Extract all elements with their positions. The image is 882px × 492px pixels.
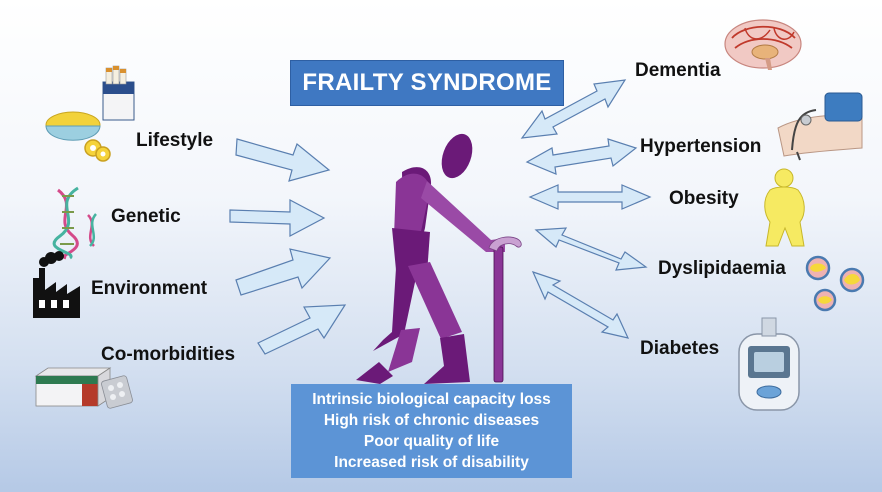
cholesterol-vessel-icon [807, 257, 863, 310]
figure-front-leg [408, 262, 462, 339]
arrow-environment [236, 249, 330, 295]
arrow-genetic [230, 200, 324, 236]
body-figure-icon [765, 169, 805, 246]
diagram-title: FRAILTY SYNDROME [302, 69, 551, 97]
cause-label-environment: Environment [91, 278, 207, 300]
arrow-hypertension [527, 139, 636, 174]
outcome-line: High risk of chronic diseases [324, 410, 539, 431]
figure-head [436, 130, 478, 183]
brain-icon [725, 20, 801, 70]
arrow-comorbidities [258, 305, 345, 354]
blood-pressure-cuff-icon [778, 93, 862, 160]
cane-shaft [494, 247, 503, 382]
arrow-diabetes [533, 272, 628, 338]
figure-front-arm [421, 181, 505, 252]
cause-label-genetic: Genetic [111, 206, 181, 228]
outcomes-box: Intrinsic biological capacity loss High … [291, 384, 572, 478]
figure-back-foot [356, 362, 393, 384]
cause-label-lifestyle: Lifestyle [136, 130, 213, 152]
condition-label-hypertension: Hypertension [640, 136, 761, 158]
outcome-line: Increased risk of disability [334, 452, 529, 473]
title-box: FRAILTY SYNDROME [290, 60, 564, 106]
cane-handle [489, 237, 521, 251]
outcome-line: Intrinsic biological capacity loss [312, 389, 551, 410]
arrow-obesity [530, 185, 650, 209]
factory-icon [33, 251, 80, 318]
medication-box-icon [36, 368, 133, 409]
cause-arrows [230, 139, 345, 354]
arrow-dyslipidaemia [536, 228, 646, 270]
condition-label-dementia: Dementia [635, 60, 721, 82]
condition-label-dyslipidaemia: Dyslipidaemia [658, 258, 786, 280]
condition-arrows [522, 80, 650, 338]
dna-icon [54, 188, 96, 258]
arrow-lifestyle [236, 139, 329, 181]
condition-label-obesity: Obesity [669, 188, 739, 210]
outcome-line: Poor quality of life [364, 431, 499, 452]
glucometer-icon [739, 318, 799, 410]
figure-front-foot [424, 334, 470, 384]
cause-label-comorbidities: Co-morbidities [101, 344, 235, 366]
condition-label-diabetes: Diabetes [640, 338, 719, 360]
elderly-figure-icon [356, 130, 521, 384]
food-and-cigarettes-icon [46, 66, 134, 161]
